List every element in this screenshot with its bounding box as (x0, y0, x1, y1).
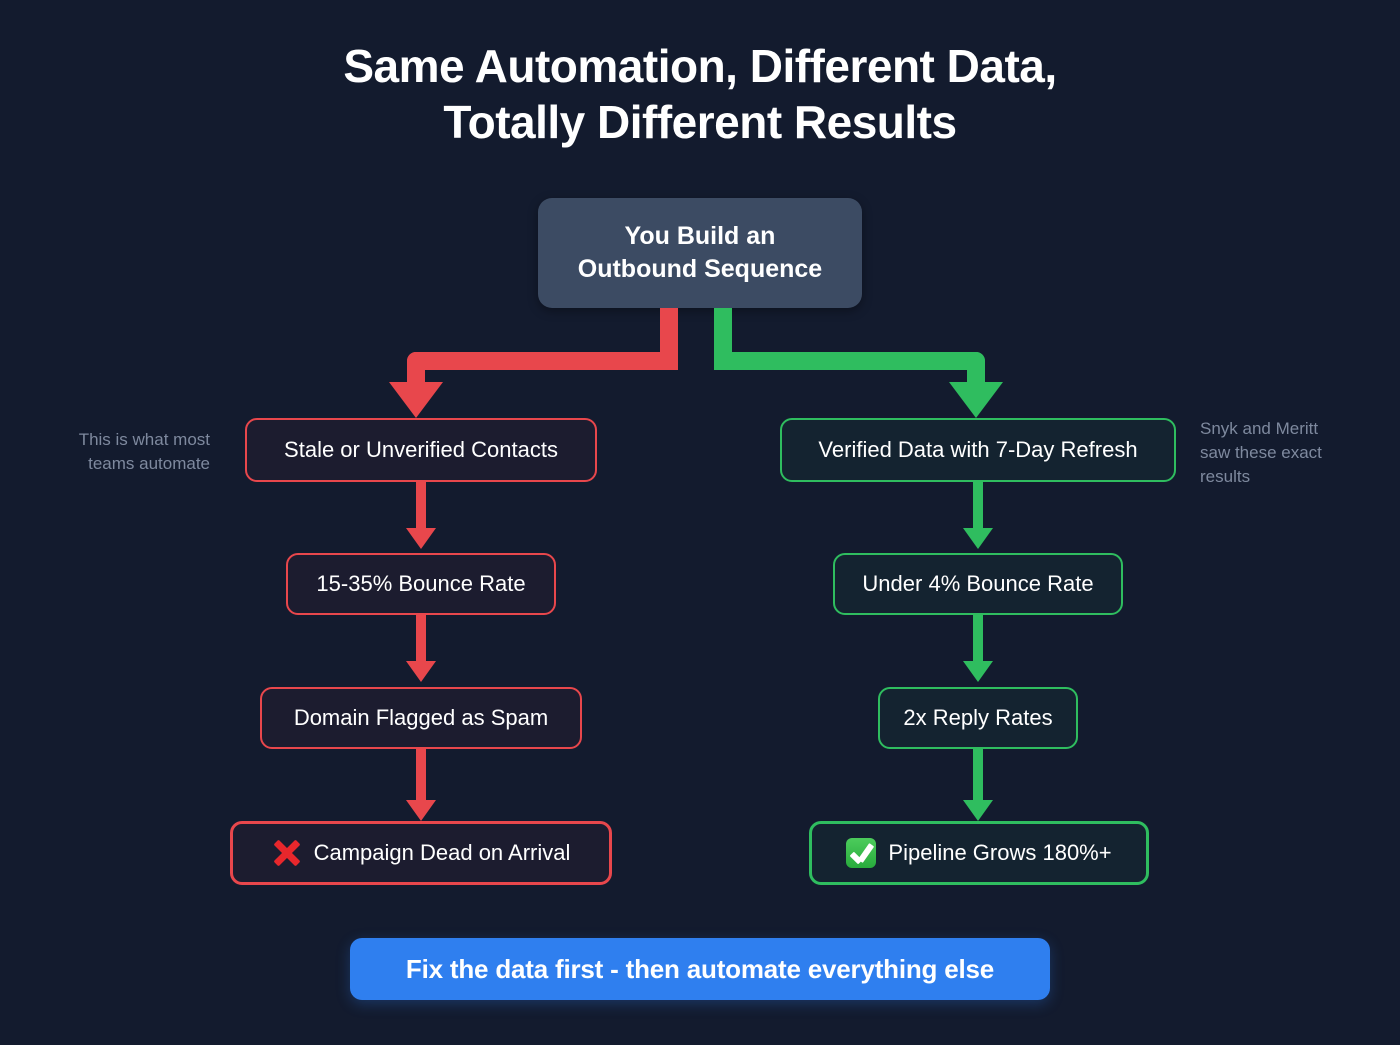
node-fail-step-1-label: Stale or Unverified Contacts (284, 436, 558, 462)
page-title-line-1: Same Automation, Different Data, (343, 40, 1057, 92)
annotation-left-line-2: teams automate (88, 454, 210, 474)
node-fail-step-1[interactable]: Stale or Unverified Contacts (245, 418, 597, 482)
node-root-line-2: Outbound Sequence (577, 255, 823, 283)
node-root-line-1: You Build an (624, 222, 776, 250)
node-root-outbound-sequence[interactable]: You Build an Outbound Sequence (538, 198, 862, 308)
cta-button[interactable]: Fix the data first - then automate every… (350, 938, 1050, 1000)
node-success-step-3[interactable]: 2x Reply Rates (878, 687, 1078, 749)
node-fail-step-2-label: 15-35% Bounce Rate (316, 570, 526, 596)
node-success-step-4[interactable]: Pipeline Grows 180%+ (809, 821, 1149, 885)
node-success-step-3-label: 2x Reply Rates (903, 704, 1053, 730)
annotation-left: This is what most teams automate (20, 428, 210, 476)
annotation-right-line-2: saw these exact (1200, 443, 1322, 463)
node-fail-step-2[interactable]: 15-35% Bounce Rate (286, 553, 556, 615)
cta-button-label: Fix the data first - then automate every… (405, 953, 995, 984)
page-title-line-2: Totally Different Results (443, 96, 957, 149)
page-title: Same Automation, Different Data, Totally… (0, 38, 1400, 150)
node-success-step-2[interactable]: Under 4% Bounce Rate (833, 553, 1123, 615)
annotation-right: Snyk and Meritt saw these exact results (1200, 417, 1385, 489)
cross-mark-icon (272, 838, 302, 868)
annotation-left-line-1: This is what most (78, 430, 210, 449)
node-fail-step-3-label: Domain Flagged as Spam (293, 704, 549, 730)
node-success-step-1[interactable]: Verified Data with 7-Day Refresh (780, 418, 1176, 482)
node-fail-step-3[interactable]: Domain Flagged as Spam (260, 687, 582, 749)
annotation-right-line-3: results (1200, 467, 1251, 487)
node-success-step-1-label: Verified Data with 7-Day Refresh (818, 436, 1138, 462)
check-mark-button-icon (846, 838, 877, 868)
node-success-step-4-label: Pipeline Grows 180%+ (888, 839, 1112, 865)
node-fail-step-4[interactable]: Campaign Dead on Arrival (230, 821, 612, 885)
node-success-step-2-label: Under 4% Bounce Rate (862, 570, 1094, 596)
annotation-right-line-1: Snyk and Meritt (1200, 419, 1319, 438)
node-fail-step-4-label: Campaign Dead on Arrival (313, 839, 571, 865)
